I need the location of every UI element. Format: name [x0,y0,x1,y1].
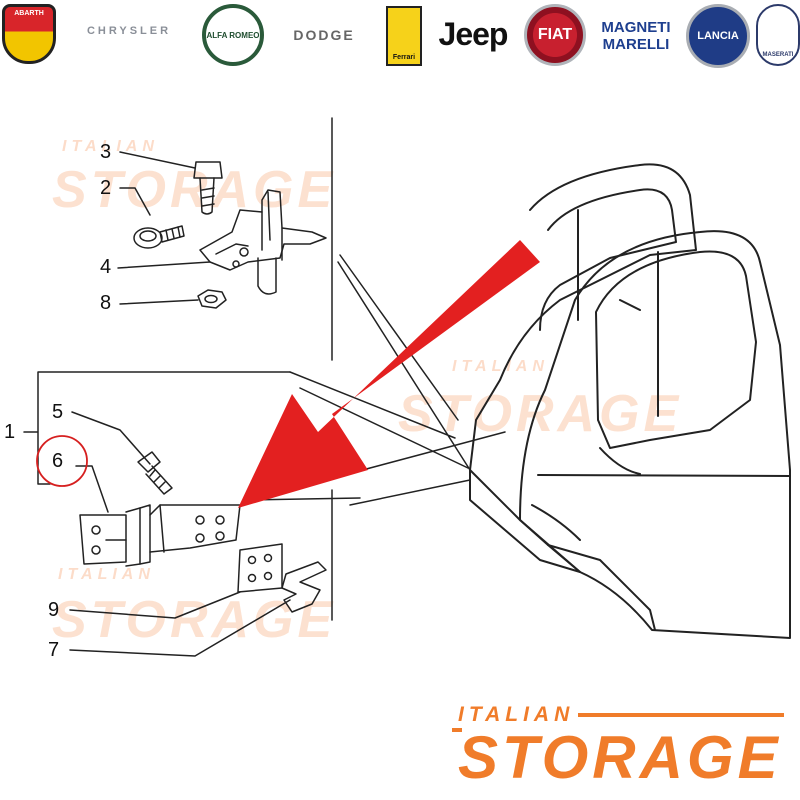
jeep-logo: Jeep [438,15,509,52]
part-6-lower-hinge [79,504,241,567]
abarth-logo: ABARTH [2,4,56,64]
leader-2 [119,187,151,216]
lancia-logo: LANCIA [686,4,750,68]
projection-lines [249,254,506,506]
ferrari-logo: Ferrari [386,6,422,66]
red-arrow [238,240,540,508]
part-2-screw [133,225,185,249]
magneti-marelli-logo: MAGNETI MARELLI [601,19,671,53]
leader-9 [69,591,241,619]
brand-logo-strip: ABARTH CHRYSLER ALFA ROMEO DODGE Ferrari… [0,0,800,72]
leader-8 [119,299,199,305]
dodge-logo: DODGE [293,27,355,43]
brand-bar-top [578,713,784,717]
alfa-romeo-logo: ALFA ROMEO [202,4,264,66]
door-rear [469,163,697,573]
brand-bar-left [452,728,462,732]
leader-7 [69,599,291,657]
door-front [519,230,791,639]
brand-mark-storage: STORAGE [458,724,782,791]
callout-7: 7 [48,639,60,661]
part-3-bolt [193,161,223,215]
leader-5 [71,411,151,465]
watermark-small-3: ITALIAN [58,566,155,583]
leader-3 [119,151,196,169]
callout-3: 3 [100,141,112,163]
watermark-small-2: ITALIAN [452,358,549,375]
callout-4: 4 [100,256,112,278]
callout-9: 9 [48,599,60,621]
fiat-logo: FIAT [524,4,586,66]
callout-2: 2 [100,177,112,199]
chrysler-logo: CHRYSLER [86,25,172,37]
brand-mark-italian: ITALIAN [458,703,575,726]
watermark-big-3: STORAGE [52,591,337,649]
part-4-upper-hinge [199,189,327,295]
leader-4 [117,261,211,269]
maserati-logo: MASERATI [756,4,800,66]
leader-6 [75,465,109,513]
watermark-small-1: ITALIAN [62,138,159,155]
callout-6: 6 [52,450,64,472]
part-5-bolt [137,451,173,495]
callout-1-bracket [23,371,291,485]
callout-6-highlight-circle [36,435,88,487]
part-7-shim [281,561,327,613]
door-rear-lower [469,469,581,573]
part-8-nut [197,289,227,309]
callout-8: 8 [100,292,112,314]
callout-1: 1 [4,421,16,443]
watermark-big-1: STORAGE [52,161,337,219]
part-9-plate [237,543,283,593]
callout-5: 5 [52,401,64,423]
